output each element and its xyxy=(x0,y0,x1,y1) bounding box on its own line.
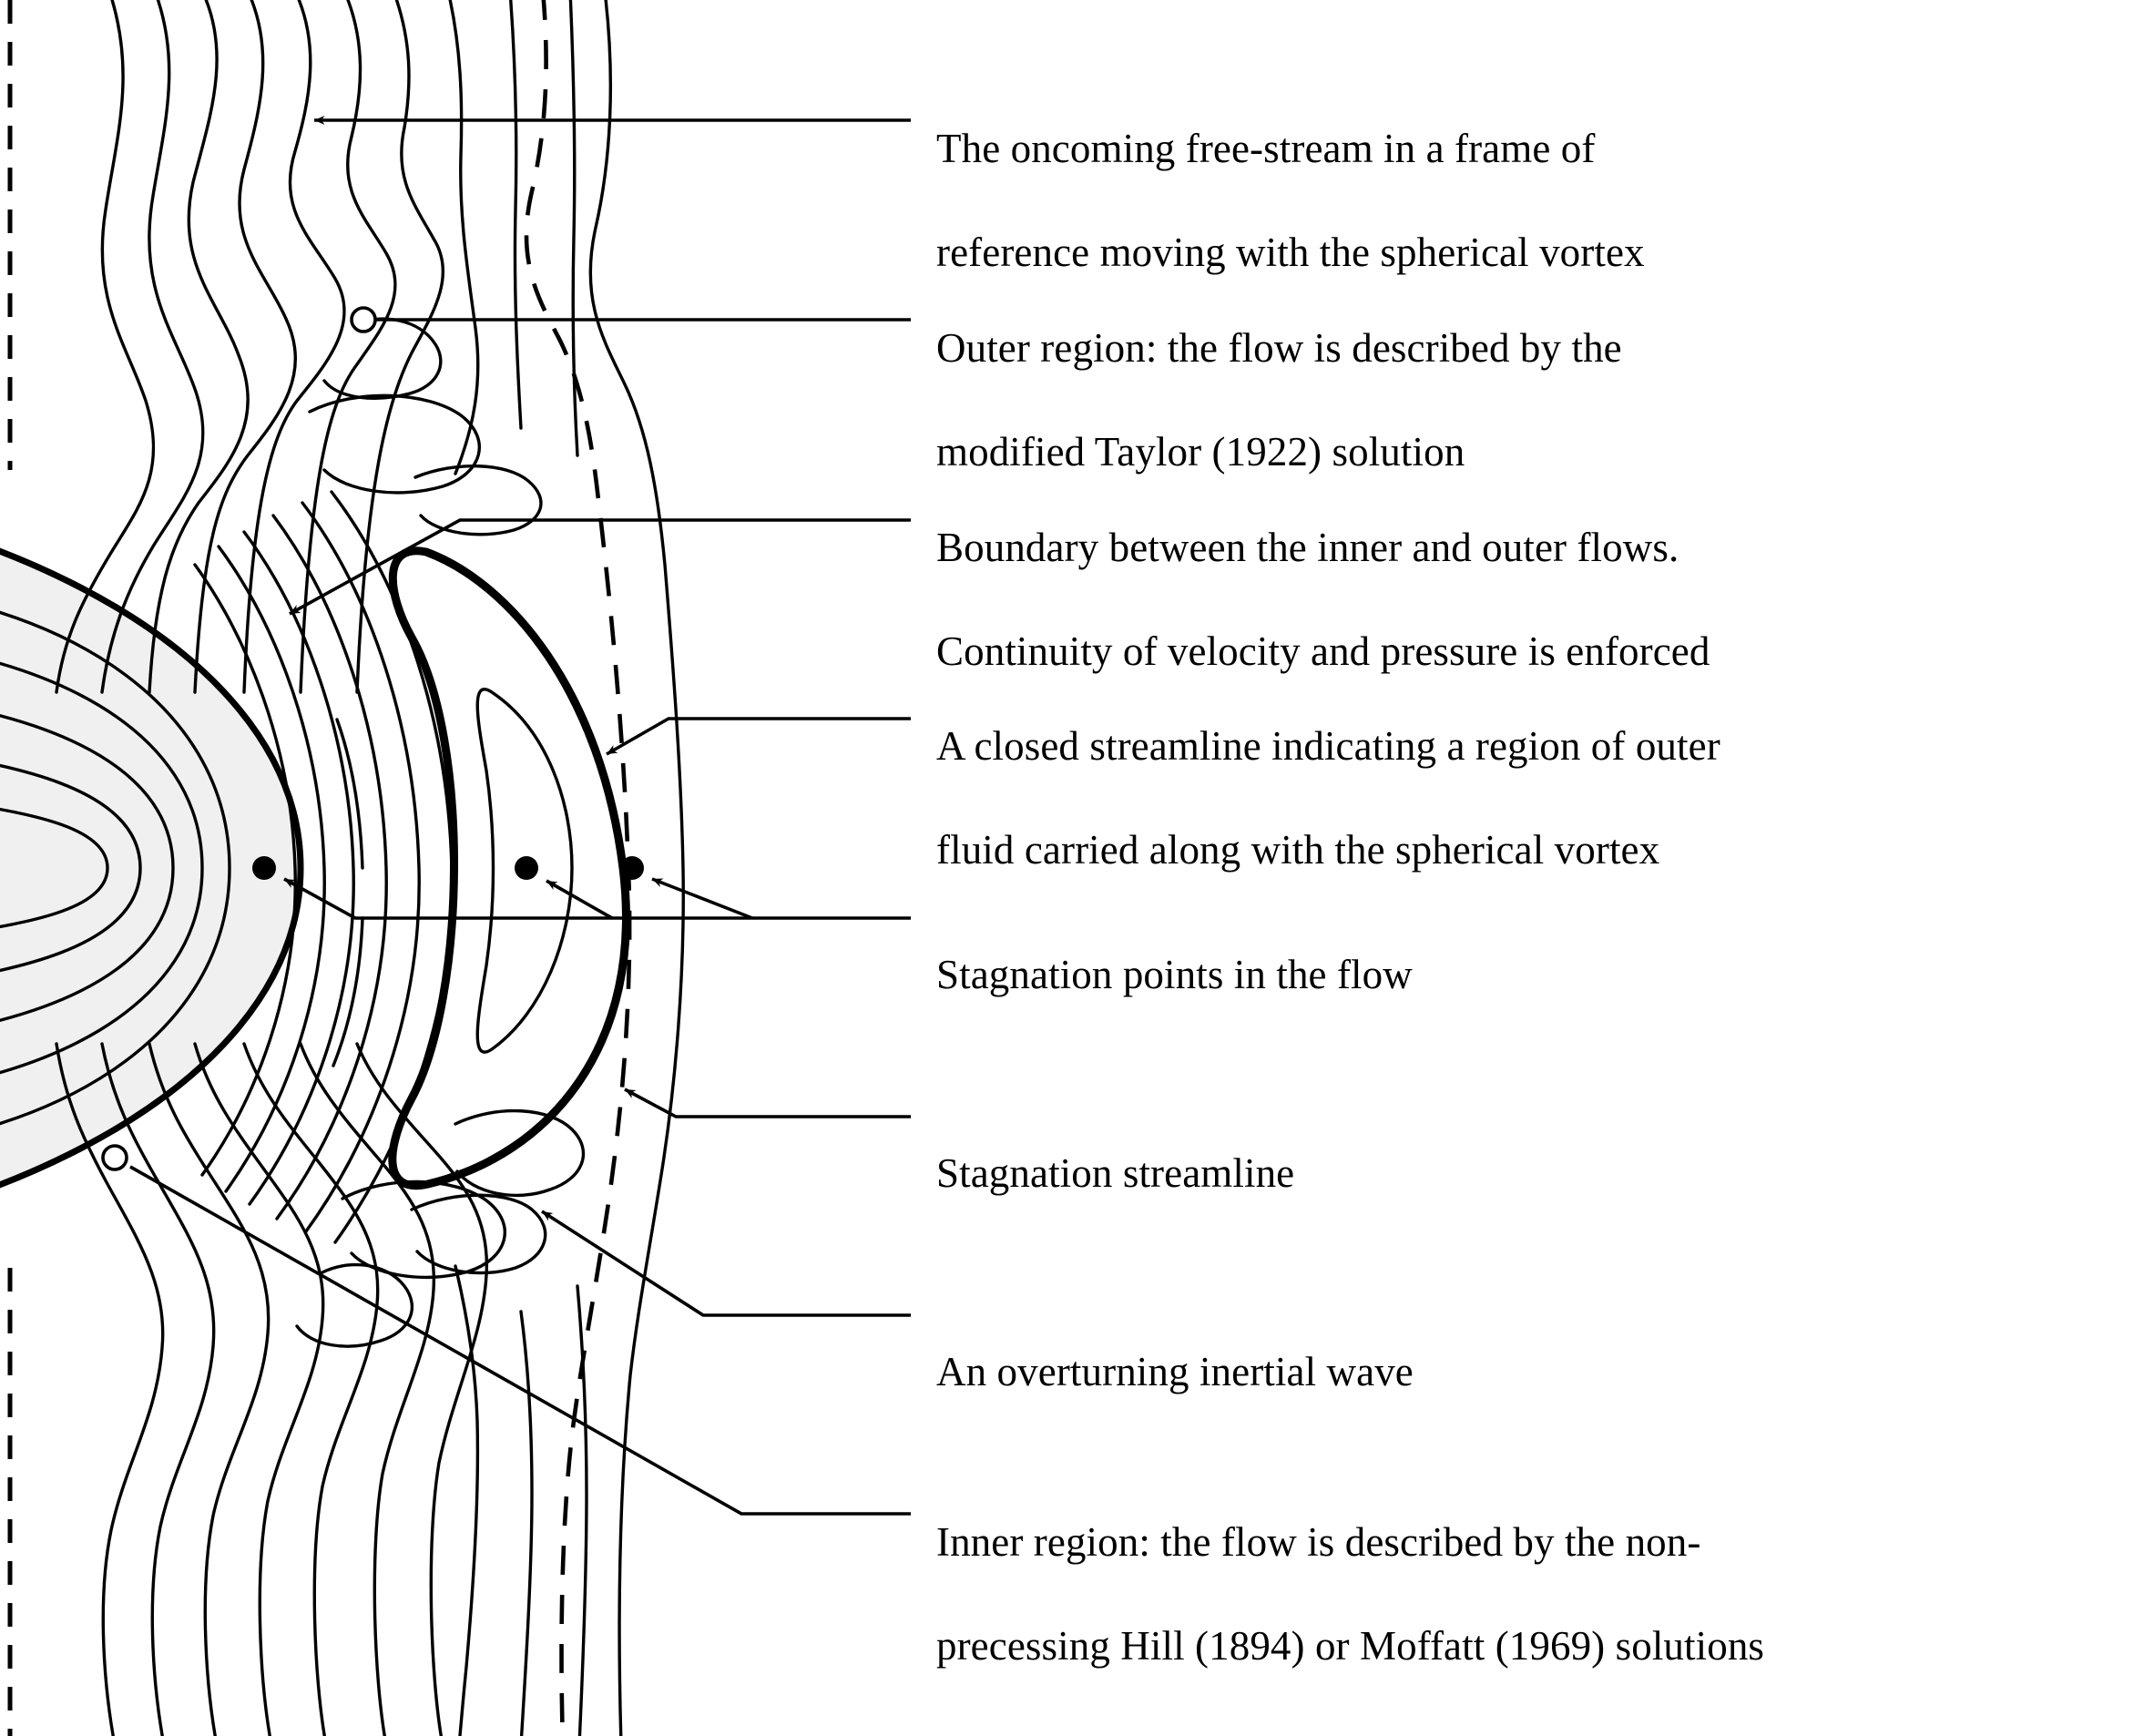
leader-closed-streamline xyxy=(606,717,911,756)
wavy-streamline-l6 xyxy=(299,1042,436,1736)
annotation-free-stream: The oncoming free-stream in a frame of r… xyxy=(936,71,2120,332)
annotation-inner-region-line2: precessing Hill (1894) or Moffatt (1969)… xyxy=(936,1623,1765,1670)
inner-streamline-5 xyxy=(0,796,109,940)
annotation-inner-region: Inner region: the flow is described by t… xyxy=(936,1465,2154,1725)
sphere-boundary-thick-arc xyxy=(0,547,304,1189)
wavy-streamline-l5 xyxy=(242,1042,380,1736)
annotation-free-stream-line1: The oncoming free-stream in a frame of xyxy=(936,126,1596,172)
annotation-stagnation-points: Stagnation points in the flow xyxy=(936,897,2120,1053)
annotation-stagnation-streamline-line1: Stagnation streamline xyxy=(936,1150,1295,1197)
inner-streamline-3 xyxy=(0,692,175,1044)
annotation-boundary: Boundary between the inner and outer flo… xyxy=(936,470,2148,730)
wavy-streamline-l10 xyxy=(576,1284,588,1736)
annotation-outer-region-line1: Outer region: the flow is described by t… xyxy=(936,325,1622,372)
wavy-streamline-u3 xyxy=(148,0,250,694)
inner-streamline-4 xyxy=(0,747,142,989)
outer-streamlines-lower xyxy=(55,1042,588,1736)
sphere-shaded-region xyxy=(0,551,301,1185)
overturn-lobe-upper-b xyxy=(308,393,482,495)
leader-stagnation-point-outer xyxy=(651,877,753,920)
bl-streamline-2 xyxy=(217,545,326,1193)
leader-endpoint-circle-outer-region xyxy=(350,306,377,333)
leader-boundary xyxy=(289,518,911,616)
outer-streamlines-upper xyxy=(55,0,579,694)
annotation-stagnation-points-line1: Stagnation points in the flow xyxy=(936,952,1413,998)
overturn-lobe-lower-d xyxy=(454,1108,586,1198)
stagnation-point-outer xyxy=(620,856,644,880)
bl-streamline-4 xyxy=(271,514,388,1220)
leader-inertial-wave xyxy=(541,1210,911,1317)
wavy-streamline-l1 xyxy=(55,1042,165,1736)
annotation-stagnation-streamline: Stagnation streamline xyxy=(936,1096,2120,1251)
leader-inner-region xyxy=(129,1165,911,1516)
annotation-boundary-line2: Continuity of velocity and pressure is e… xyxy=(936,628,1710,675)
wavy-streamline-l3 xyxy=(148,1042,271,1736)
spherical-vortex-body xyxy=(0,547,304,1189)
inner-streamline-1 xyxy=(0,581,231,1155)
closed-streamline-inner-oval xyxy=(475,688,574,1054)
wavy-streamline-u9 xyxy=(509,0,523,430)
annotation-free-stream-line2: reference moving with the spherical vort… xyxy=(936,230,1645,276)
wavy-streamline-u1 xyxy=(55,0,156,694)
annotation-inertial-wave: An overturning inertial wave xyxy=(936,1294,2120,1450)
leader-stagnation-streamline xyxy=(624,1088,911,1118)
stagnation-point-markers xyxy=(252,856,644,880)
wavy-streamline-u7 xyxy=(355,0,445,694)
annotation-outer-region: Outer region: the flow is described by t… xyxy=(936,271,2120,531)
wavy-streamline-u2 xyxy=(100,0,205,694)
bl-streamline-1 xyxy=(193,563,297,1177)
bl-streamline-3 xyxy=(242,530,355,1206)
annotation-inner-region-line1: Inner region: the flow is described by t… xyxy=(936,1519,1701,1566)
wavy-streamline-u5 xyxy=(242,0,346,694)
wavy-streamline-u8 xyxy=(448,0,480,475)
closed-streamline-thick xyxy=(388,546,630,1190)
wavy-streamline-l7 xyxy=(355,1042,489,1736)
inner-streamline-2 xyxy=(0,636,204,1100)
annotation-boundary-line1: Boundary between the inner and outer flo… xyxy=(936,525,1679,571)
bl-fragment-upper xyxy=(335,718,364,870)
bl-fragment-lower xyxy=(332,916,364,1067)
wavy-streamline-l9 xyxy=(519,1310,534,1736)
stagnation-point-middle xyxy=(515,856,538,880)
leader-stagnation-point-middle xyxy=(546,879,613,920)
annotation-closed-streamline-line1: A closed streamline indicating a region … xyxy=(936,723,1720,770)
wavy-streamline-l8 xyxy=(454,1264,480,1736)
wavy-streamline-u6 xyxy=(299,0,397,694)
overturn-lobe-upper-c xyxy=(413,465,543,536)
leader-endpoint-circle-inner-region xyxy=(101,1144,128,1171)
wavy-streamline-l4 xyxy=(193,1042,325,1736)
annotation-closed-streamline-line2: fluid carried along with the spherical v… xyxy=(936,827,1660,873)
annotation-closed-streamline: A closed streamline indicating a region … xyxy=(936,669,2154,929)
leader-stagnation-point-inner xyxy=(283,877,911,920)
leader-lines xyxy=(101,116,911,1516)
overturn-lobe-lower-c xyxy=(410,1193,547,1275)
wavy-streamline-u10 xyxy=(568,0,579,457)
wavy-streamline-l2 xyxy=(100,1042,216,1736)
bl-streamline-5 xyxy=(301,501,421,1233)
inner-region-streamlines xyxy=(0,581,231,1155)
stagnation-point-inner xyxy=(252,856,276,880)
annotation-outer-region-line2: modified Taylor (1922) solution xyxy=(936,429,1465,475)
wavy-streamline-u4 xyxy=(193,0,297,694)
outermost-streamline xyxy=(588,0,685,1736)
annotation-inertial-wave-line1: An overturning inertial wave xyxy=(936,1349,1414,1395)
